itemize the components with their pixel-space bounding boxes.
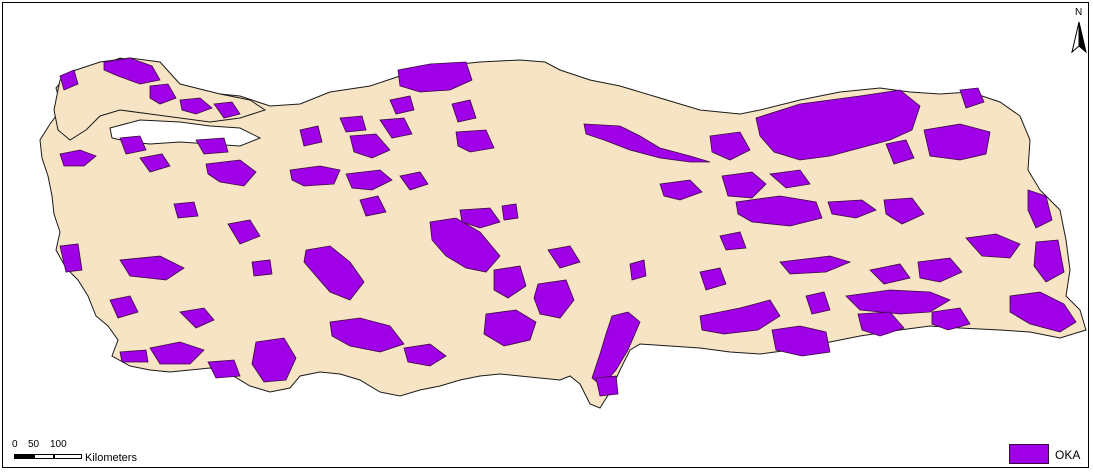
scale-tick-50: 50 bbox=[28, 439, 40, 450]
oka-area bbox=[119, 349, 149, 363]
oka-area bbox=[779, 255, 852, 275]
oka-area bbox=[149, 83, 177, 105]
oka-area bbox=[345, 169, 393, 191]
legend: OKA bbox=[1001, 440, 1089, 466]
oka-area bbox=[109, 295, 139, 319]
oka-area bbox=[205, 159, 257, 187]
legend-swatch-oka bbox=[1009, 444, 1049, 464]
oka-area bbox=[883, 197, 925, 225]
oka-area bbox=[359, 195, 387, 217]
oka-area bbox=[923, 123, 991, 161]
oka-area bbox=[827, 199, 877, 219]
oka-area bbox=[965, 233, 1021, 259]
scale-segment-light-2 bbox=[54, 454, 82, 459]
oka-area bbox=[179, 307, 215, 329]
oka-area bbox=[659, 179, 703, 201]
oka-area bbox=[931, 307, 971, 331]
oka-area bbox=[59, 243, 83, 273]
oka-area bbox=[583, 123, 711, 163]
oka-area bbox=[493, 265, 527, 299]
oka-area bbox=[533, 279, 575, 319]
oka-area bbox=[1009, 291, 1077, 333]
oka-area bbox=[59, 149, 97, 167]
scale-tick-100: 100 bbox=[50, 439, 67, 450]
oka-area bbox=[149, 341, 205, 365]
north-letter: N bbox=[1075, 7, 1083, 18]
legend-label-oka: OKA bbox=[1055, 448, 1081, 462]
oka-area bbox=[709, 131, 751, 161]
oka-area bbox=[857, 311, 905, 337]
oka-area bbox=[595, 375, 619, 397]
scale-segment-dark bbox=[14, 454, 34, 459]
oka-area bbox=[227, 219, 261, 245]
oka-area bbox=[885, 139, 915, 165]
oka-area bbox=[403, 343, 447, 367]
oka-area bbox=[207, 359, 241, 379]
oka-regions bbox=[59, 57, 1077, 397]
oka-area bbox=[329, 317, 405, 353]
oka-area bbox=[213, 101, 241, 119]
oka-area bbox=[451, 99, 477, 123]
oka-area bbox=[349, 133, 391, 159]
oka-area bbox=[303, 245, 365, 301]
oka-area bbox=[179, 97, 213, 115]
scale-unit: Kilometers bbox=[85, 452, 137, 464]
oka-area bbox=[547, 245, 581, 269]
oka-area bbox=[755, 89, 921, 161]
oka-area bbox=[959, 87, 985, 109]
oka-area bbox=[139, 153, 171, 173]
oka-area bbox=[699, 267, 727, 291]
oka-area bbox=[1027, 189, 1053, 229]
oka-area bbox=[869, 263, 911, 285]
oka-area bbox=[699, 299, 781, 335]
oka-area bbox=[721, 171, 767, 199]
oka-area bbox=[379, 117, 413, 139]
oka-area bbox=[59, 69, 79, 91]
oka-area bbox=[251, 337, 297, 383]
oka-area bbox=[397, 61, 473, 93]
oka-area bbox=[251, 259, 273, 277]
oka-area bbox=[459, 207, 501, 229]
oka-area bbox=[845, 289, 951, 315]
oka-area bbox=[173, 201, 199, 219]
oka-area bbox=[299, 125, 323, 147]
oka-area bbox=[389, 95, 415, 115]
oka-area bbox=[1033, 239, 1065, 283]
scale-tick-0: 0 bbox=[12, 439, 18, 450]
oka-area bbox=[501, 203, 519, 221]
oka-area bbox=[917, 257, 963, 283]
oka-area bbox=[103, 57, 161, 85]
oka-area bbox=[629, 259, 647, 281]
oka-area bbox=[735, 195, 823, 227]
oka-area bbox=[195, 137, 229, 155]
oka-area bbox=[119, 255, 185, 281]
oka-area bbox=[771, 325, 831, 357]
north-arrow-icon bbox=[1071, 21, 1087, 54]
oka-area bbox=[339, 115, 367, 133]
scale-segment-light bbox=[34, 454, 54, 459]
oka-area bbox=[455, 129, 495, 153]
oka-area bbox=[399, 171, 429, 191]
oka-area bbox=[769, 169, 811, 189]
oka-area bbox=[805, 291, 831, 315]
oka-area bbox=[483, 309, 537, 347]
oka-area bbox=[119, 135, 147, 155]
scale-bar: 0 50 100 Kilometers bbox=[12, 440, 182, 470]
oka-area bbox=[289, 165, 341, 187]
oka-area bbox=[719, 231, 747, 251]
